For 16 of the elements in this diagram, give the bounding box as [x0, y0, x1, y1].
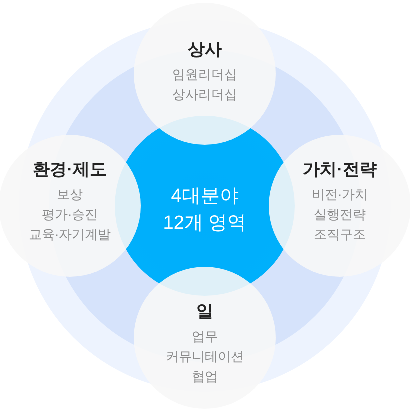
subcategory-label: 교육·자기계발: [28, 226, 112, 244]
category-title: 환경·제도: [33, 159, 107, 181]
category-title: 가치·전략: [303, 159, 377, 181]
category-title: 상사: [188, 39, 222, 61]
subcategory-label: 임원리더십: [172, 66, 238, 84]
category-title: 일: [196, 301, 214, 323]
subcategory-label: 평가·승진: [42, 206, 98, 224]
center-label: 4대분야 12개 영역: [162, 185, 248, 236]
subcategory-label: 조직구조: [314, 226, 366, 244]
subcategory-label: 협업: [192, 368, 218, 386]
subcategory-label: 보상: [57, 186, 83, 204]
subcategory-label: 실행전략: [314, 206, 366, 224]
subcategory-label: 업무: [192, 328, 218, 346]
subcategory-label: 상사리더십: [172, 86, 238, 104]
subcategory-label: 비전·가치: [312, 186, 368, 204]
subcategory-label: 커뮤니테이션: [166, 348, 244, 366]
